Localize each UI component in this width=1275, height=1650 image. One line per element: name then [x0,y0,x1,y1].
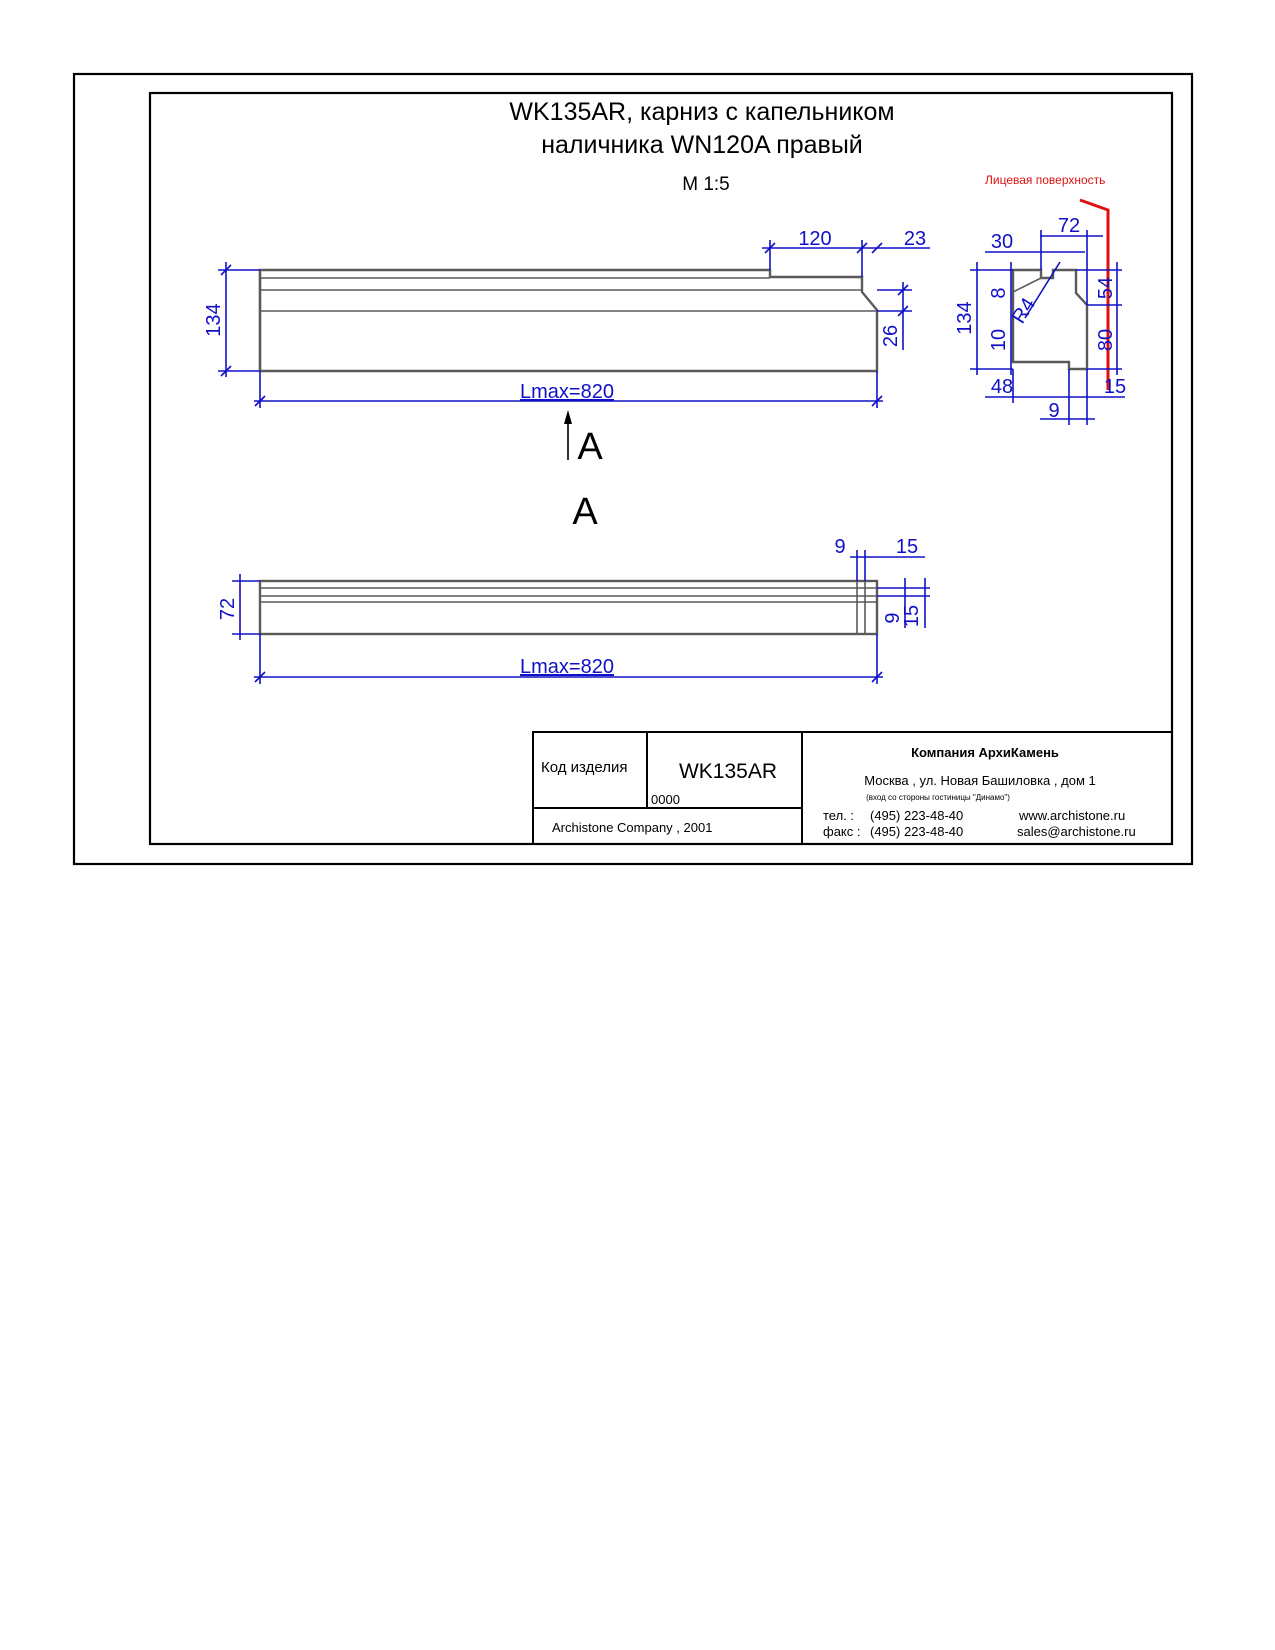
dim-23-tick-right [871,242,883,254]
drawing-title-line2: наличника WN120A правый [541,131,863,159]
top-dim-right-15: 15 [901,605,923,627]
drawing-title-line1: WK135AR, карниз с капельником [509,98,894,126]
front-view-outline [258,268,879,373]
fax-label: факс : [823,824,860,839]
dim-front-23: 23 [904,228,926,250]
dim-front-120: 120 [798,228,831,250]
product-code-value: WK135AR [679,760,777,783]
dim-front-lmax: Lmax=820 [520,381,614,403]
phone-label: тел. : [823,808,854,823]
email-link[interactable]: sales@archistone.ru [1017,824,1136,839]
title-block: Код изделия WK135AR 0000 Archistone Comp… [532,731,1173,845]
dim-120-tick-left [764,242,776,254]
section-dim-80: 80 [1095,329,1117,351]
dim-front-26: 26 [880,325,902,347]
section-dim-48: 48 [991,376,1013,398]
section-dim-54: 54 [1095,277,1117,299]
section-dim-15: 15 [1104,376,1126,398]
website-link[interactable]: www.archistone.ru [1018,808,1125,823]
dim-134-tick-bottom [220,365,232,377]
view-arrow-head [564,410,572,424]
copyright-text: Archistone Company , 2001 [552,820,712,835]
face-surface-line [1079,198,1110,390]
dim-front-134: 134 [203,303,225,336]
product-code-label: Код изделия [541,759,627,776]
top-dim-lmax-tick-left [254,671,266,683]
section-dim-8: 8 [988,287,1010,298]
section-dim-134: 134 [954,301,976,334]
drawing-scale: M 1:5 [682,174,730,195]
face-surface-label: Лицевая поверхность [985,173,1105,187]
top-dim-15: 15 [896,536,918,558]
section-dim-9: 9 [1048,400,1059,422]
top-dim-72: 72 [217,598,239,620]
company-name: Компания АрхиКамень [911,745,1059,760]
view-arrow-label: A [577,426,603,468]
section-view: Лицевая поверхность 72 30 134 8 10 R4 54… [954,173,1126,425]
top-view-outline [258,579,879,636]
drawing-number: 0000 [651,792,680,807]
top-dim-right-9: 9 [882,612,904,623]
outer-frame [72,72,1194,866]
dim-lmax-tick-right [871,395,883,407]
dim-lmax-tick-left [254,395,266,407]
top-dim-lmax-tick-right [871,671,883,683]
dim-134-tick-top [220,264,232,276]
section-inner-line [1012,277,1042,293]
fax-value: (495) 223-48-40 [870,824,963,839]
section-radius-leader [1024,261,1061,319]
dim-120-tick-right [856,242,868,254]
section-dim-30: 30 [991,231,1013,253]
front-view: 120 23 134 26 Lmax=820 [203,228,930,408]
dim-26-tick-top [897,284,909,296]
dim-26-tick-bottom [897,305,909,317]
company-address: Москва , ул. Новая Башиловка , дом 1 [864,773,1095,788]
section-dim-10: 10 [988,329,1010,351]
title-block-frame [532,731,1173,845]
phone-value: (495) 223-48-40 [870,808,963,823]
view-a-title: A [572,491,598,533]
top-dim-lmax: Lmax=820 [520,656,614,678]
section-dim-72: 72 [1058,215,1080,237]
top-view: 9 15 72 9 15 Lmax=820 [217,536,930,684]
company-address-note: (вход со стороны гостиницы "Динамо") [866,793,1010,802]
top-dim-9: 9 [834,536,845,558]
